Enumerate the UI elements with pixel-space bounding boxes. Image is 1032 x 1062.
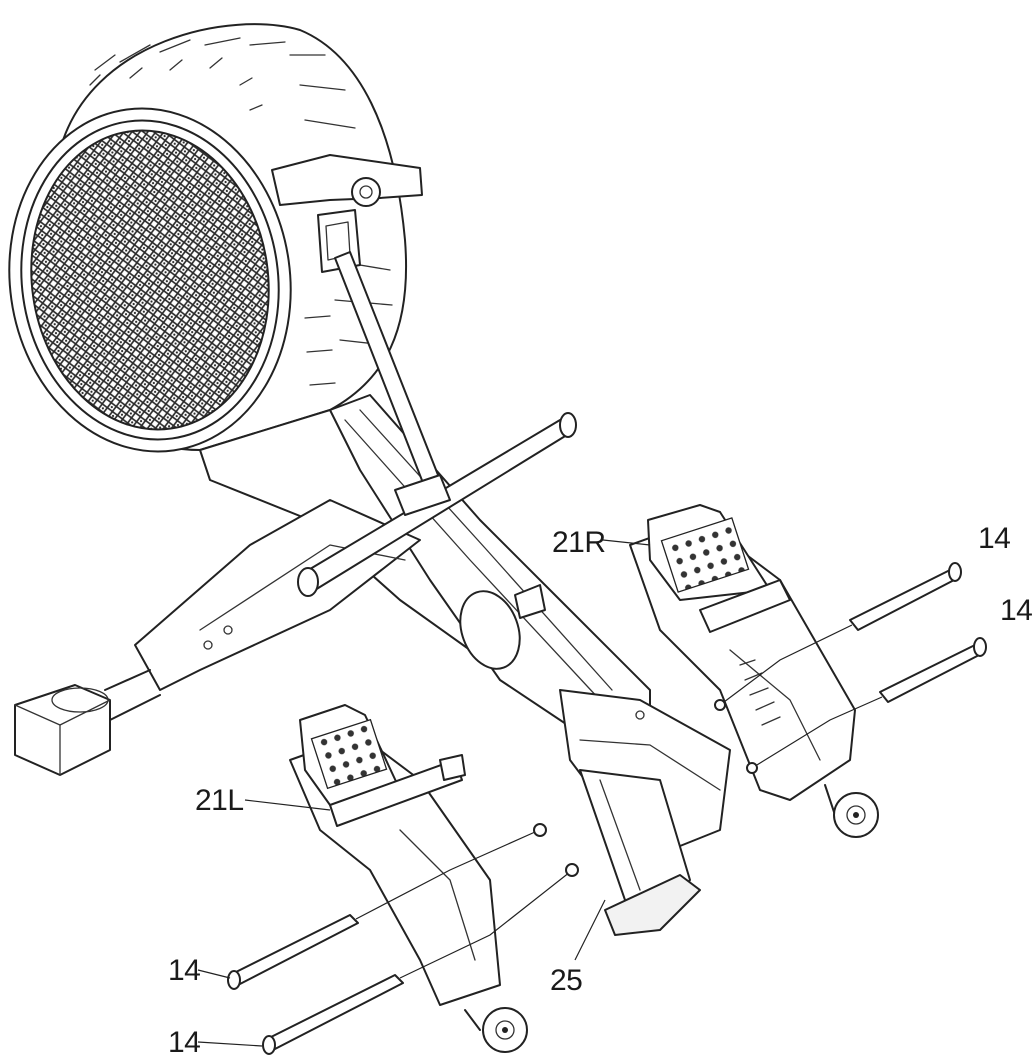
callout-21r: 21R	[552, 526, 606, 559]
right-foot-plate	[629, 504, 879, 838]
callout-14-left-lower: 14	[168, 1026, 200, 1059]
callout-25: 25	[550, 964, 582, 997]
right-foot-grip-dots	[660, 517, 750, 593]
callout-21l: 21L	[195, 784, 244, 817]
callout-14-right-upper: 14	[978, 522, 1010, 555]
main-frame	[14, 251, 731, 936]
left-foot-grip-dots	[310, 718, 388, 790]
axle-rods	[227, 562, 987, 1055]
fan-mesh-grille	[30, 129, 270, 431]
callout-14-left-upper: 14	[168, 954, 200, 987]
left-foot-plate	[289, 704, 528, 1053]
callout-leaders	[197, 539, 651, 1047]
flywheel-housing	[8, 23, 423, 453]
callout-14-right-lower: 14	[1000, 594, 1032, 627]
